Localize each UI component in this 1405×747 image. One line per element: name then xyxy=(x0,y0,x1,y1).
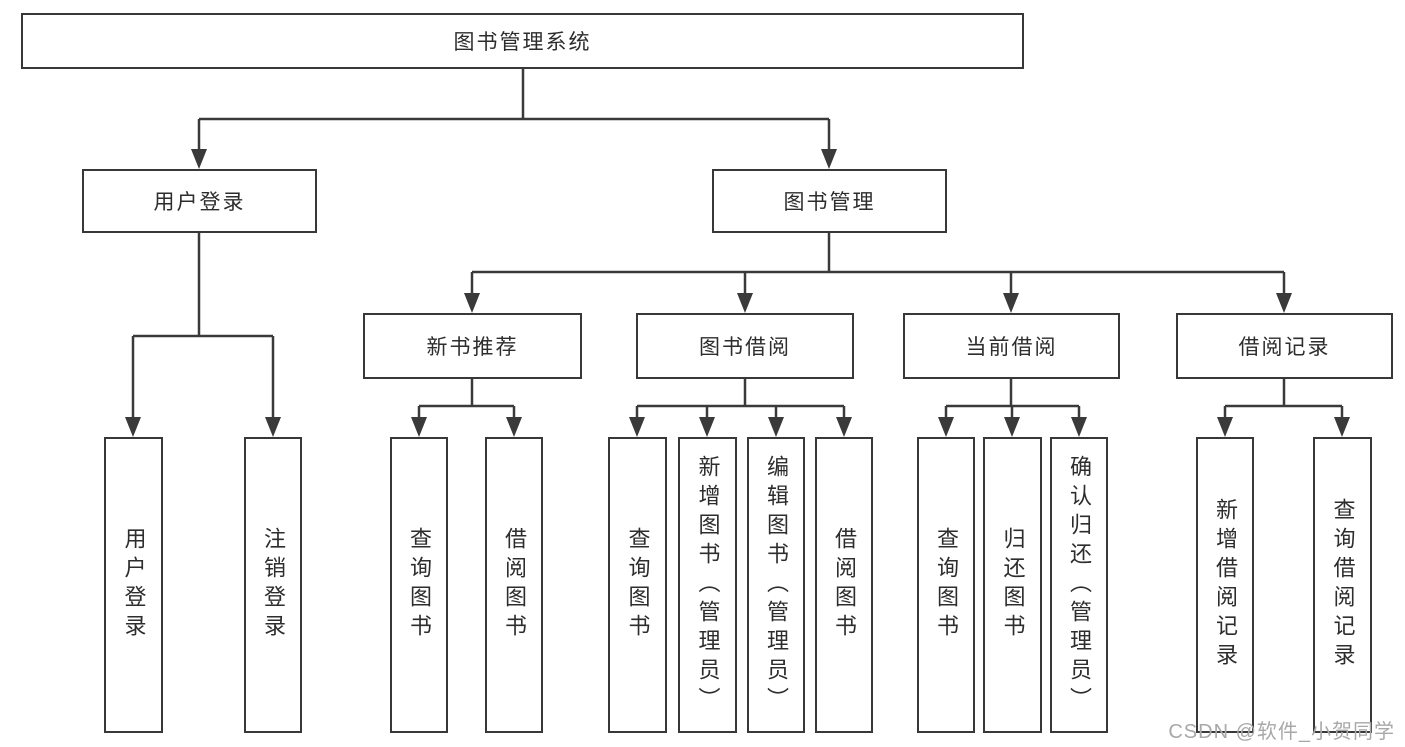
leaf-logout: 注销登录 xyxy=(244,437,302,733)
node-root-label: 图书管理系统 xyxy=(453,31,592,54)
leaf-cb-query-book-label: 查询图书 xyxy=(934,527,959,643)
node-borrow-records-label: 借阅记录 xyxy=(1238,336,1331,359)
leaf-user-login: 用户登录 xyxy=(104,437,163,733)
leaf-nbr-borrow-book: 借阅图书 xyxy=(485,437,543,733)
leaf-bb-borrow-book-label: 借阅图书 xyxy=(832,527,857,643)
node-user-login: 用户登录 xyxy=(82,169,317,233)
node-root: 图书管理系统 xyxy=(21,13,1024,69)
leaf-br-add-record-label: 新增借阅记录 xyxy=(1213,498,1238,672)
leaf-bb-borrow-book: 借阅图书 xyxy=(815,437,873,733)
leaf-cb-query-book: 查询图书 xyxy=(917,437,975,733)
node-user-login-label: 用户登录 xyxy=(153,191,246,214)
node-new-book-recommend-label: 新书推荐 xyxy=(426,336,519,359)
leaf-cb-return-book: 归还图书 xyxy=(983,437,1042,733)
leaf-cb-confirm-return-label: 确认归还（管理员） xyxy=(1067,454,1092,716)
arrowheads xyxy=(125,149,1350,437)
leaf-cb-confirm-return: 确认归还（管理员） xyxy=(1050,437,1108,733)
leaf-br-add-record: 新增借阅记录 xyxy=(1196,437,1254,733)
node-book-borrow-label: 图书借阅 xyxy=(699,336,791,359)
leaf-nbr-query-book-label: 查询图书 xyxy=(407,527,432,643)
leaf-cb-return-book-label: 归还图书 xyxy=(1000,527,1026,643)
node-book-management-label: 图书管理 xyxy=(783,191,876,214)
leaf-bb-add-book: 新增图书（管理员） xyxy=(678,437,737,733)
leaf-user-login-label: 用户登录 xyxy=(121,527,147,643)
leaf-bb-add-book-label: 新增图书（管理员） xyxy=(695,454,721,716)
node-new-book-recommend: 新书推荐 xyxy=(363,313,582,379)
leaf-nbr-query-book: 查询图书 xyxy=(390,437,448,733)
leaf-logout-label: 注销登录 xyxy=(261,527,286,643)
leaf-br-query-record-label: 查询借阅记录 xyxy=(1330,498,1356,672)
leaf-bb-edit-book: 编辑图书（管理员） xyxy=(747,437,805,733)
node-borrow-records: 借阅记录 xyxy=(1176,313,1393,379)
node-book-management: 图书管理 xyxy=(712,169,947,233)
leaf-nbr-borrow-book-label: 借阅图书 xyxy=(502,527,527,643)
node-book-borrow: 图书借阅 xyxy=(636,313,854,379)
leaf-bb-edit-book-label: 编辑图书（管理员） xyxy=(764,454,789,716)
leaf-bb-query-book-label: 查询图书 xyxy=(625,527,651,643)
node-current-borrow: 当前借阅 xyxy=(903,313,1120,379)
leaf-bb-query-book: 查询图书 xyxy=(608,437,667,733)
node-current-borrow-label: 当前借阅 xyxy=(965,336,1058,359)
leaf-br-query-record: 查询借阅记录 xyxy=(1313,437,1372,733)
